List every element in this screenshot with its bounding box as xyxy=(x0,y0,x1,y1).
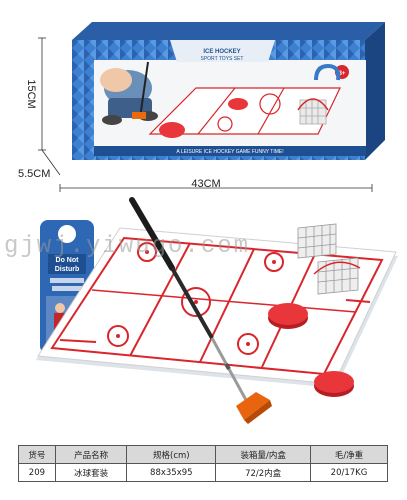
cell-product-name: 冰球套装 xyxy=(54,463,128,482)
hockey-stick xyxy=(129,197,272,424)
header-carton-qty: 装箱量/内盒 xyxy=(215,445,312,464)
puck-2 xyxy=(314,371,354,397)
door-hanger-subtitle: Disturb xyxy=(55,266,80,273)
cell-carton-qty: 72/2内盒 xyxy=(215,463,312,482)
cell-item-no: 209 xyxy=(18,463,56,482)
header-weight: 毛/净重 xyxy=(310,445,388,464)
box-rink-image xyxy=(148,87,341,135)
cell-size: 88x35x95 xyxy=(126,463,217,482)
child-photo xyxy=(100,61,158,125)
door-hanger-title: Do Not xyxy=(56,257,80,264)
height-dimension-label: 15CM xyxy=(25,79,37,108)
width-dimension-label: 43CM xyxy=(191,178,220,190)
header-item-no: 货号 xyxy=(18,445,56,464)
depth-dimension-label: 5.5CM xyxy=(18,168,50,180)
spec-table-header-row: 货号 产品名称 规格(cm) 装箱量/内盒 毛/净重 xyxy=(18,445,388,464)
box-banner-subtitle: SPORT TOYS SET xyxy=(201,56,244,62)
header-size: 规格(cm) xyxy=(126,445,217,464)
box-goal-net xyxy=(297,98,329,125)
product-box: ICE HOCKEY SPORT TOYS SET xyxy=(72,22,385,160)
box-puck-1 xyxy=(228,98,248,110)
age-badge-text: 3+ xyxy=(339,71,346,77)
cell-weight: 20/17KG xyxy=(310,463,388,482)
watermark-text: gjwj.yiwugo.com xyxy=(4,233,250,260)
dimension-lines xyxy=(38,37,373,192)
hanger-hook-icon xyxy=(314,63,341,81)
goal-net-2 xyxy=(313,257,361,295)
puck-1 xyxy=(268,303,308,329)
spec-table: 货号 产品名称 规格(cm) 装箱量/内盒 毛/净重 209 冰球套装 88x3… xyxy=(18,445,388,482)
box-banner-title: ICE HOCKEY xyxy=(203,49,240,55)
box-puck-2 xyxy=(159,122,185,138)
rink-mat xyxy=(36,227,398,388)
goal-net-1 xyxy=(297,223,337,259)
table-row: 209 冰球套装 88x35x95 72/2内盒 20/17KG xyxy=(18,463,388,482)
header-product-name: 产品名称 xyxy=(54,445,128,464)
box-strip-text: A LEISURE ICE HOCKEY GAME FUNNY TIME! xyxy=(176,149,283,155)
